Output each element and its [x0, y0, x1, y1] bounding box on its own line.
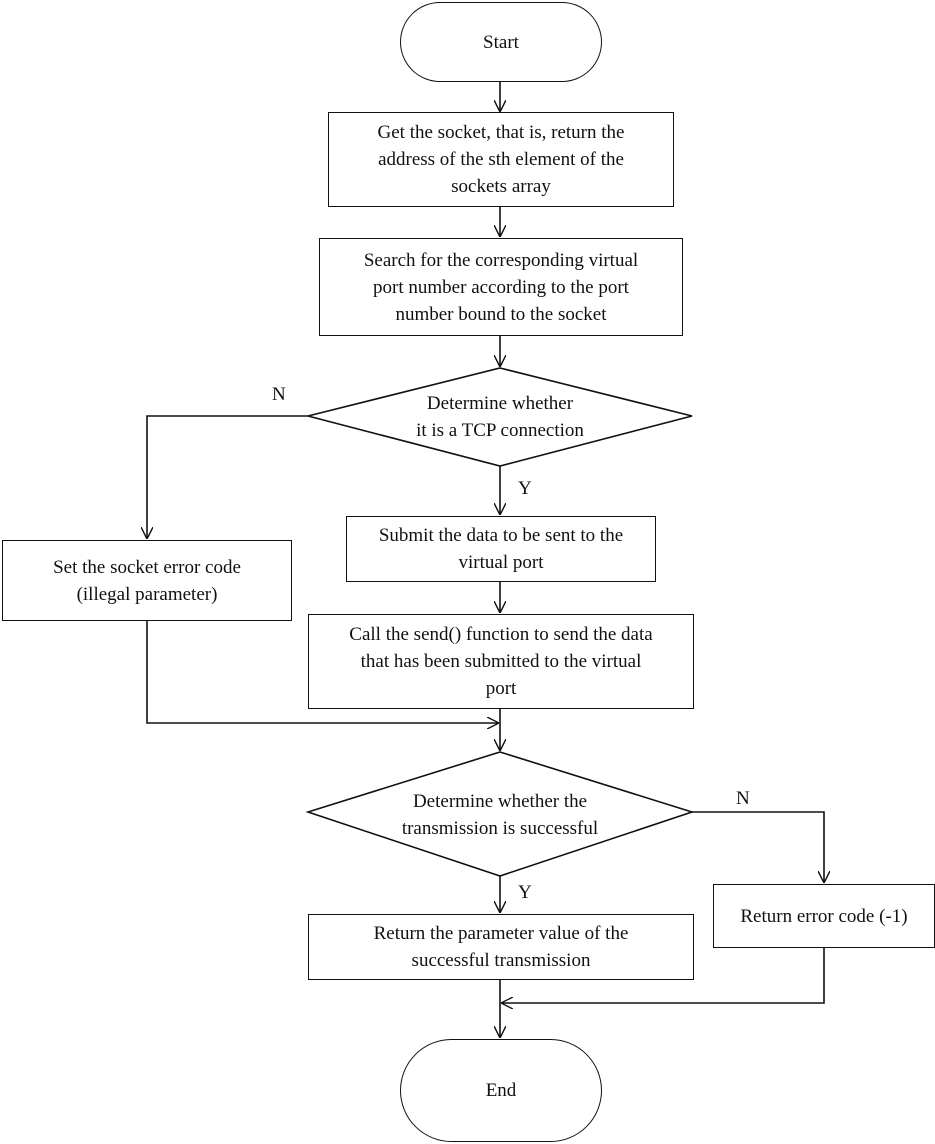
search-port-line-2: port number according to the port [373, 276, 629, 298]
submit-data-step: Submit the data to be sent to the virtua… [346, 516, 656, 582]
decision-tcp-line-1: Determine whether [426, 393, 574, 414]
return-value-line-1: Return the parameter value of the [373, 923, 629, 944]
decision-tcp-text: Determine whether it is a TCP connection [360, 390, 640, 444]
start-label: Start [483, 31, 519, 53]
return-value-step: Return the parameter value of the succes… [308, 914, 694, 980]
decision-success-line-1: Determine whether the [412, 791, 588, 812]
branch-yes-label-success: Y [518, 882, 532, 903]
decision-success-line-2: transmission is successful [401, 818, 599, 839]
call-send-line-3: port [485, 678, 517, 699]
call-send-line-1: Call the send() function to send the dat… [349, 624, 653, 645]
set-error-line-2: (illegal parameter) [76, 583, 218, 605]
get-socket-step: Get the socket, that is, return the addr… [328, 112, 674, 207]
end-terminal: End [400, 1039, 602, 1142]
decision-tcp-line-2: it is a TCP connection [416, 420, 584, 441]
branch-yes-label-tcp: Y [518, 478, 532, 499]
return-error-code-step: Return error code (-1) [713, 884, 935, 948]
arrow-success-no-to-error-code [692, 811, 824, 882]
decision-success-text: Determine whether the transmission is su… [360, 788, 640, 842]
branch-no-label-tcp: N [272, 384, 286, 405]
return-error-code-label: Return error code (-1) [740, 905, 908, 927]
call-send-line-2: that has been submitted to the virtual [360, 651, 642, 672]
submit-data-line-1: Submit the data to be sent to the [378, 525, 624, 546]
get-socket-line-1: Get the socket, that is, return the [377, 122, 625, 143]
arrow-error-code-to-merge [502, 948, 825, 1003]
set-error-line-1: Set the socket error code [53, 556, 241, 578]
start-terminal: Start [400, 2, 602, 82]
search-port-line-3: number bound to the socket [395, 303, 607, 325]
call-send-step: Call the send() function to send the dat… [308, 614, 694, 709]
branch-no-label-success: N [736, 788, 750, 809]
arrow-error-to-merge [146, 621, 498, 723]
search-port-line-1: Search for the corresponding virtual [363, 249, 639, 271]
end-label: End [485, 1080, 517, 1101]
arrow-decision-no-to-error [147, 415, 308, 538]
submit-data-line-2: virtual port [458, 552, 544, 573]
get-socket-line-2: address of the sth element of the [378, 149, 624, 170]
return-value-line-2: successful transmission [411, 950, 591, 971]
get-socket-line-3: sockets array [451, 176, 551, 197]
search-port-step: Search for the corresponding virtual por… [319, 238, 683, 336]
set-error-step: Set the socket error code (illegal param… [2, 540, 292, 621]
